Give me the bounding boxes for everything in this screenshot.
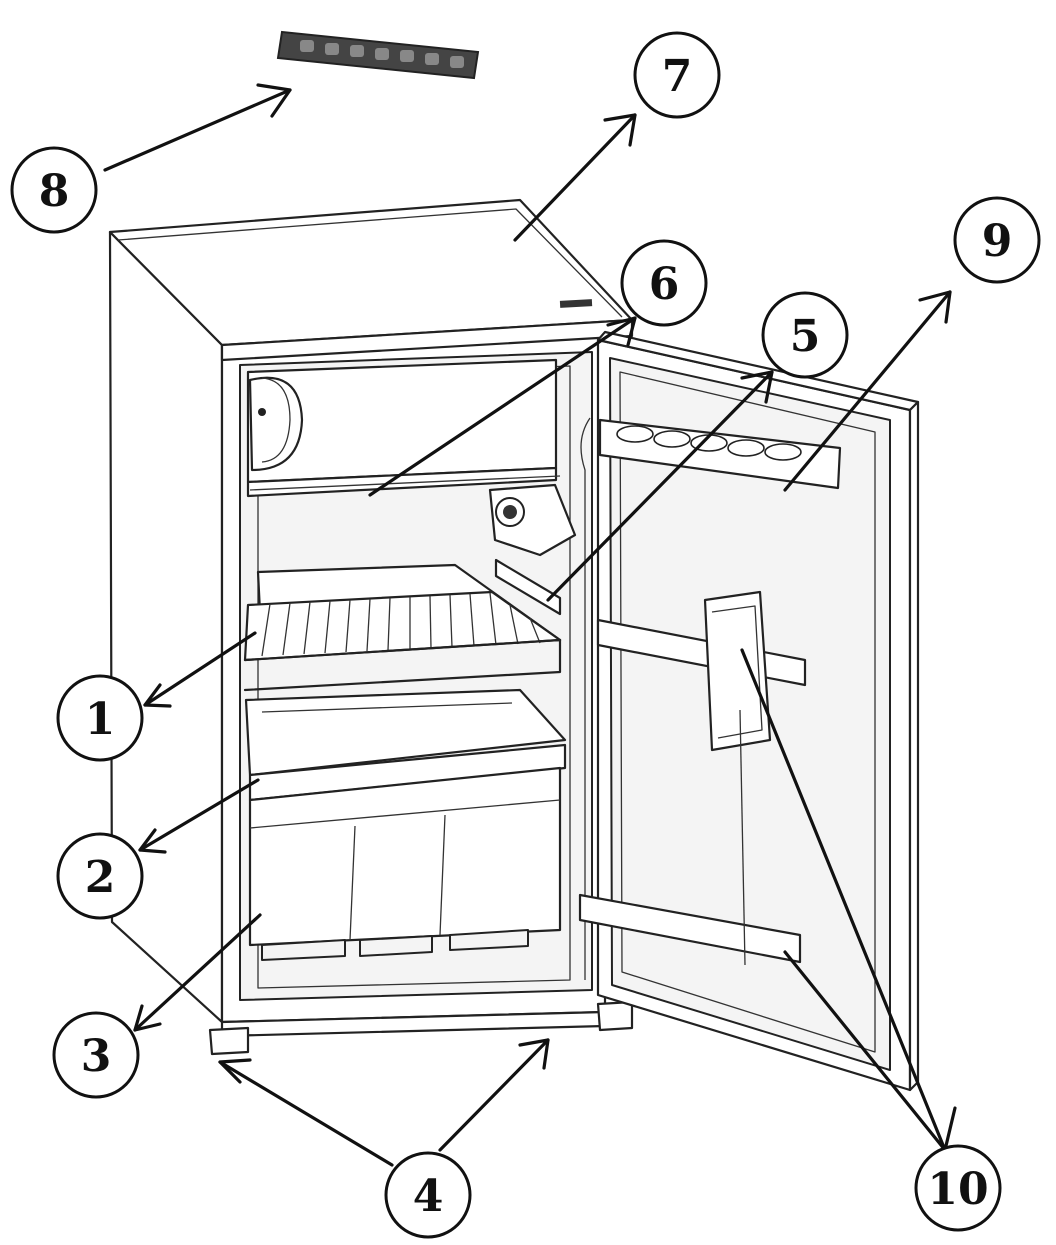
callout-7: 7 <box>633 31 721 119</box>
adjustable-feet <box>208 1000 634 1056</box>
callout-1-label: 1 <box>85 694 116 745</box>
callout-4: 4 <box>384 1151 472 1239</box>
thermostat-unit <box>488 483 577 616</box>
callout-2: 2 <box>56 832 144 920</box>
callout-4-label: 4 <box>413 1171 444 1222</box>
freezer-compartment <box>246 358 561 498</box>
crisper-cover <box>244 688 567 802</box>
callout-9: 9 <box>953 196 1041 284</box>
callout-8-label: 8 <box>39 166 70 217</box>
callout-5: 5 <box>761 291 849 379</box>
callout-7-label: 7 <box>662 51 693 102</box>
callout-6: 6 <box>620 239 708 327</box>
callout-5-label: 5 <box>790 311 821 362</box>
vegetable-crisper <box>248 766 562 961</box>
callout-6-label: 6 <box>649 259 680 310</box>
callout-1: 1 <box>56 674 144 762</box>
refrigerator-door <box>578 330 920 1092</box>
callout-10: 10 <box>914 1144 1002 1232</box>
callout-9-label: 9 <box>982 216 1013 267</box>
leader-lines <box>103 83 957 1167</box>
callout-8: 8 <box>10 146 98 234</box>
callout-2-label: 2 <box>85 852 116 903</box>
egg-tray <box>276 30 480 80</box>
wire-shelf <box>243 563 562 692</box>
callout-3-label: 3 <box>81 1031 112 1082</box>
top-cover <box>108 198 634 362</box>
callout-10-label: 10 <box>927 1164 988 1215</box>
callout-3: 3 <box>52 1011 140 1099</box>
